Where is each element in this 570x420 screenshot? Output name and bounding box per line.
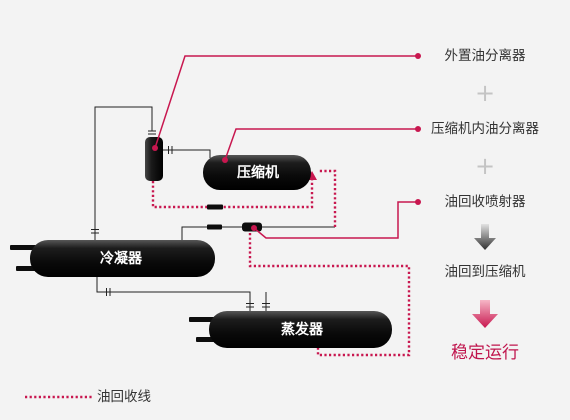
separator-top-joint-mark xyxy=(148,130,156,135)
oil-line-filter xyxy=(207,204,223,210)
callout-leaders xyxy=(152,53,421,239)
evaporator: 蒸发器 xyxy=(189,311,392,348)
flow-result: 稳定运行 xyxy=(451,343,519,363)
flow-step-oil-return: 油回到压缩机 xyxy=(445,264,526,280)
down-arrow-red-icon xyxy=(472,300,498,328)
condenser-to-evaporator-pipe xyxy=(96,277,251,311)
leader-dot xyxy=(415,199,421,205)
down-arrow-gray-shape xyxy=(474,224,496,250)
refrigerant-pipes xyxy=(91,106,335,311)
down-arrow-gray-icon xyxy=(474,224,496,250)
leader-dot xyxy=(152,145,158,151)
leader-internal-separator xyxy=(224,128,418,161)
pipe-joint-mark xyxy=(106,288,111,296)
compressor-label: 压缩机 xyxy=(237,164,279,181)
plus-sign: + xyxy=(475,79,495,107)
compressor: 压缩机 xyxy=(203,155,311,190)
legend-label: 油回收线 xyxy=(97,389,151,405)
evaporator-label: 蒸发器 xyxy=(281,321,324,338)
flow-step-internal-separator: 压缩机内油分离器 xyxy=(431,120,539,137)
condenser: 冷凝器 xyxy=(10,240,215,277)
separator-oil-return-line xyxy=(151,180,314,209)
evaporator-stub-bottom xyxy=(196,337,216,342)
compressor-body xyxy=(203,155,311,190)
ejector-to-compressor-oil-line xyxy=(319,169,337,227)
leader-dot xyxy=(415,126,421,132)
flow-step-external-separator: 外置油分离器 xyxy=(445,47,526,64)
condenser-stub-bottom xyxy=(16,266,36,271)
pipe-joint-mark xyxy=(168,146,173,154)
leader-external-separator xyxy=(154,55,418,149)
compressor-to-separator-pipe xyxy=(163,149,211,158)
pipe-joint-mark xyxy=(246,303,254,308)
liquid-line-filter xyxy=(207,224,222,230)
condenser-body xyxy=(30,240,215,277)
evaporator-body xyxy=(209,311,392,348)
flow-column: 外置油分离器 + 压缩机内油分离器 + 油回收喷射器 油回到压缩机 稳定运行 xyxy=(431,47,539,363)
flow-step-ejector: 油回收喷射器 xyxy=(445,194,526,210)
evaporator-stub-top xyxy=(189,317,215,322)
discharge-pipe-to-condenser xyxy=(94,106,153,240)
pipe-joint-mark xyxy=(262,303,270,308)
down-arrow-red-shape xyxy=(472,300,498,328)
legend: 油回收线 xyxy=(25,389,151,405)
condenser-stub-top xyxy=(10,245,36,250)
evaporator-oil-recovery-line xyxy=(248,233,411,357)
oil-separator xyxy=(145,137,163,181)
leader-dot xyxy=(222,157,228,163)
leader-dot xyxy=(415,53,421,59)
pipe-joint-mark xyxy=(91,229,99,234)
condenser-label: 冷凝器 xyxy=(100,250,143,267)
plus-sign: + xyxy=(475,152,495,180)
leader-ejector xyxy=(253,201,418,239)
leader-dot xyxy=(251,225,257,231)
